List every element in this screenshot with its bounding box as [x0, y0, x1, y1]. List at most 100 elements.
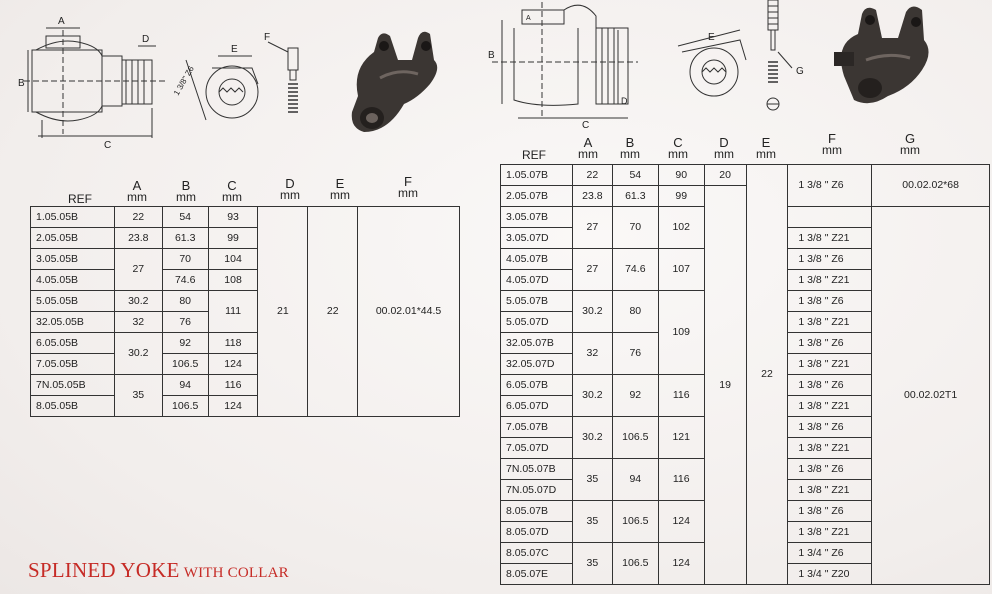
- a-cell: 27: [571, 206, 613, 249]
- dim-label-d: D: [621, 96, 628, 106]
- right-yoke-drawing: A B C D E G: [488, 0, 929, 131]
- title-sub: WITH COLLAR: [183, 565, 289, 581]
- table-row: 8.05.07B 35 106.5 124 1 3/8 " Z6: [500, 500, 990, 543]
- f-cell: 1 3/4 " Z6: [787, 542, 873, 564]
- c-cell: 99: [207, 227, 259, 249]
- f-cell: 1 3/8 " Z21: [787, 521, 873, 543]
- ref-cell: 4.05.05B: [30, 269, 115, 291]
- c-cell: 90: [657, 164, 705, 186]
- b-cell: 80: [161, 290, 209, 312]
- b-cell: 76: [611, 332, 659, 375]
- f-cell: 1 3/8 " Z6: [787, 500, 873, 522]
- table-row: 1.05.07B 22 54 90 20 22 1 3/8 " Z6 00.02…: [500, 164, 990, 585]
- f-cell: 1 3/8 " Z6: [787, 458, 873, 480]
- b-cell: 92: [611, 374, 659, 417]
- a-cell: 30.2: [571, 416, 613, 459]
- f-cell: 1 3/4 " Z20: [787, 563, 873, 585]
- ref-cell: 4.05.07B: [500, 248, 573, 270]
- a-cell: 35: [571, 542, 613, 585]
- dim-label-c: C: [582, 120, 589, 131]
- b-cell: 106.5: [611, 500, 659, 543]
- b-cell: 106.5: [161, 353, 209, 375]
- ref-cell: 7N.05.05B: [30, 374, 115, 396]
- c-cell: 116: [657, 458, 705, 501]
- ref-cell: 1.05.07B: [500, 164, 573, 186]
- table-row: 3.05.07B 27 70 102 00.02.02T1: [500, 206, 990, 585]
- b-cell: 61.3: [611, 185, 659, 207]
- a-cell: 22: [113, 206, 163, 228]
- dim-label-e: E: [231, 44, 238, 55]
- c-cell: 99: [657, 185, 705, 207]
- a-cell: 35: [571, 500, 613, 543]
- g-cell: 00.02.02T1: [871, 206, 990, 585]
- f-cell: 1 3/8 " Z6: [787, 248, 873, 270]
- page-title: SPLINED YOKE WITH COLLAR: [28, 558, 289, 583]
- ref-cell: 3.05.05B: [30, 248, 115, 270]
- right-spec-table: 1.05.07B 22 54 90 20 22 1 3/8 " Z6 00.02…: [500, 164, 990, 585]
- b-cell: 106.5: [161, 395, 209, 417]
- f-cell: 1 3/8 " Z21: [787, 227, 873, 249]
- dim-label-a: A: [58, 16, 65, 27]
- b-cell: 94: [161, 374, 209, 396]
- ref-cell: 3.05.07D: [500, 227, 573, 249]
- a-cell: 35: [113, 374, 163, 417]
- b-cell: 92: [161, 332, 209, 354]
- b-cell: 74.6: [611, 248, 659, 291]
- f-cell: 1 3/8 " Z6: [787, 164, 873, 207]
- f-cell: 1 3/8 " Z21: [787, 437, 873, 459]
- ref-cell: 6.05.07B: [500, 374, 573, 396]
- b-cell: 106.5: [611, 542, 659, 585]
- c-cell: 93: [207, 206, 259, 228]
- c-cell: 124: [657, 500, 705, 543]
- dim-label-d: D: [142, 34, 149, 45]
- b-cell: 61.3: [161, 227, 209, 249]
- c-cell: 118: [207, 332, 259, 354]
- d-cell: 21: [257, 206, 309, 417]
- dim-label-g: G: [796, 66, 804, 77]
- b-cell: 80: [611, 290, 659, 333]
- a-cell: 27: [571, 248, 613, 291]
- table-row: 6.05.05B 30.2 92 118: [30, 332, 460, 375]
- c-cell: 108: [207, 269, 259, 291]
- e-cell: 22: [745, 164, 789, 585]
- b-cell: 94: [611, 458, 659, 501]
- c-cell: 102: [657, 206, 705, 249]
- b-cell: 54: [161, 206, 209, 228]
- ref-cell: 6.05.05B: [30, 332, 115, 354]
- right-header-ref: REF: [522, 148, 546, 162]
- dim-label-b: B: [18, 78, 25, 89]
- left-yoke-photo: [351, 31, 438, 132]
- ref-cell: 7.05.07B: [500, 416, 573, 438]
- table-row: 5.05.07B 30.2 80 109 1 3/8 " Z6: [500, 290, 990, 375]
- b-cell: 70: [611, 206, 659, 249]
- b-cell: 76: [161, 311, 209, 333]
- a-cell: 23.8: [571, 185, 613, 207]
- a-cell: 35: [571, 458, 613, 501]
- ref-cell: 7N.05.07D: [500, 479, 573, 501]
- table-row: 7.05.07D 1 3/8 " Z21: [500, 437, 990, 459]
- ref-cell: 32.05.07D: [500, 353, 573, 375]
- f-cell: 1 3/8 " Z21: [787, 353, 873, 375]
- ref-cell: 2.05.05B: [30, 227, 115, 249]
- left-header-ref: REF: [68, 192, 92, 206]
- a-cell: 32: [571, 332, 613, 375]
- ref-cell: 7N.05.07B: [500, 458, 573, 480]
- c-cell: 121: [657, 416, 705, 459]
- a-cell: 30.2: [113, 290, 163, 312]
- b-cell: 106.5: [611, 416, 659, 459]
- table-row: 7N.05.05B 35 94 116: [30, 374, 460, 417]
- c-cell: 116: [207, 374, 259, 396]
- f-cell: 1 3/8 " Z21: [787, 395, 873, 417]
- d-cell: 20: [703, 164, 747, 186]
